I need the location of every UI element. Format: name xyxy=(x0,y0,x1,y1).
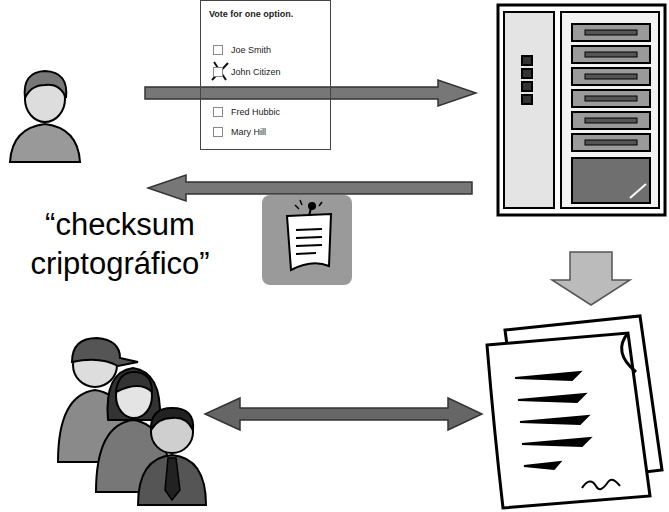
people-group-icon xyxy=(58,338,206,505)
ballot-instruction: Vote for one option. xyxy=(209,9,293,19)
ballot-option: John Citizen xyxy=(213,67,281,78)
receipt-icon xyxy=(262,195,352,285)
voter-icon xyxy=(10,71,80,162)
documents-icon xyxy=(487,316,662,508)
exchange-arrow xyxy=(205,398,482,430)
option-text: Mary Hill xyxy=(231,127,266,137)
ballot-paper: Vote for one option. Joe SmithJohn Citize… xyxy=(200,0,331,150)
option-text: Joe Smith xyxy=(231,45,271,55)
checkbox xyxy=(213,45,223,55)
instruction-text: Vote for one option. xyxy=(209,9,293,19)
annotation-label: “checksum criptográfico” xyxy=(14,206,226,284)
option-text: John Citizen xyxy=(231,67,281,77)
ballot-option: Mary Hill xyxy=(213,127,266,138)
option-text: Fred Hubbic xyxy=(231,107,280,117)
ballot-option: Joe Smith xyxy=(213,45,271,56)
server-icon xyxy=(498,5,665,215)
ballot-option: Fred Hubbic xyxy=(213,107,280,118)
submit-arrow xyxy=(145,80,476,106)
checkbox xyxy=(213,67,223,77)
ballot-x-mark xyxy=(212,62,228,80)
down-arrow xyxy=(552,252,630,305)
checkbox xyxy=(213,127,223,137)
checkbox xyxy=(213,107,223,117)
